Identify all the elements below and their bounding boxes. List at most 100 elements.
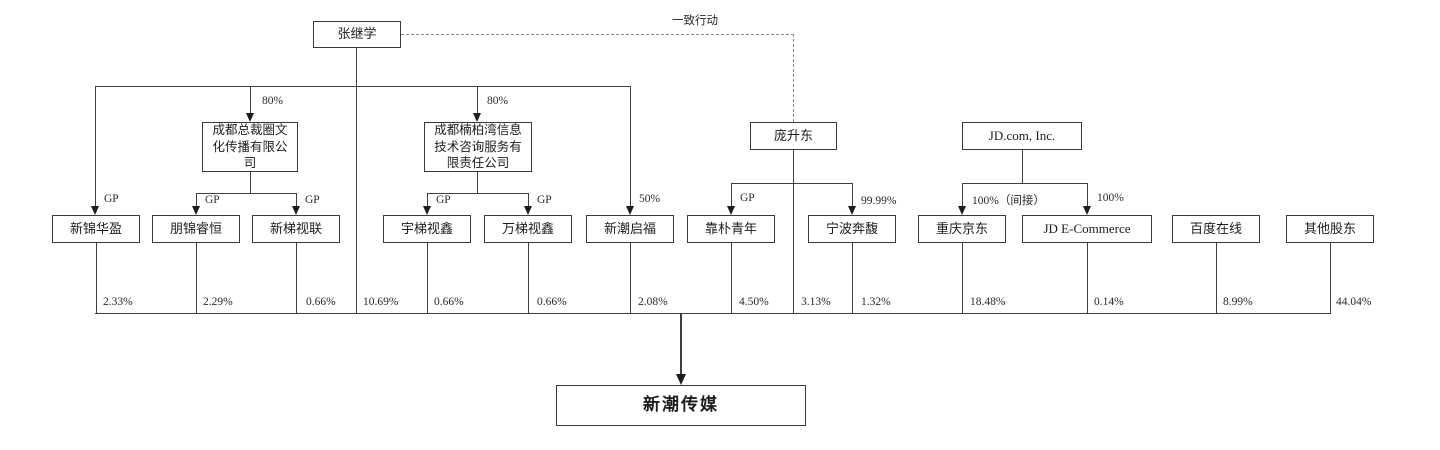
node-other-shareholders-label: 其他股东 [1303,220,1356,236]
node-yuti-shixin: 宇梯视鑫 [383,215,471,243]
node-xinti-shilian: 新梯视联 [252,215,340,243]
node-baidu-online: 百度在线 [1172,215,1260,243]
connector-to-qifu [630,86,631,207]
pct-pengjin-ruiheng: 2.29% [203,296,233,308]
pct-yuti-shixin: 0.66% [434,296,464,308]
node-yuti-shixin-label: 宇梯视鑫 [400,220,453,236]
connector-nanbaiwan-splitter [427,193,528,194]
pct-wanti-shixin: 0.66% [537,296,567,308]
node-pengjin-ruiheng: 朋锦睿恒 [152,215,240,243]
node-kaopu-qingnian-label: 靠朴青年 [704,220,757,236]
arrow-down-icon [246,113,254,122]
node-xinjin-huaying: 新锦华盈 [52,215,140,243]
connector-drop-yuti [427,243,428,313]
connector-drop-ningbo [852,243,853,313]
node-ningbo-benfu: 宁波奔馥 [808,215,896,243]
connector-drop-wanti [528,243,529,313]
edge-label-gp-xinti: GP [305,194,320,206]
pct-jd-ecommerce: 0.14% [1094,296,1124,308]
arrow-down-icon [958,206,966,215]
arrow-down-icon [473,113,481,122]
node-jd-com-label: JD.com, Inc. [988,127,1056,143]
node-baidu-online-label: 百度在线 [1189,220,1242,236]
edge-label-gp-yuti: GP [436,194,451,206]
edge-label-9999-ningbo: 99.99% [861,195,897,207]
arrow-down-icon [1083,206,1091,215]
connector-to-zongcaiquan [250,86,251,114]
pct-pang-direct: 3.13% [801,296,831,308]
pct-xinti-shilian: 0.66% [306,296,336,308]
dashed-connector-concert-horizontal [401,34,794,35]
connector-to-yuti [427,193,428,207]
connector-to-pengjin [196,193,197,207]
edge-label-100-jd-ecommerce: 100% [1097,192,1124,204]
arrow-down-icon [524,206,532,215]
pct-xinjin-huaying: 2.33% [103,296,133,308]
connector-to-wanti [528,193,529,207]
arrow-down-icon [192,206,200,215]
node-pang-shengdong: 庞升东 [750,122,837,150]
arrow-down-icon [292,206,300,215]
arrow-down-icon [626,206,634,215]
pct-other-shareholders: 44.04% [1336,296,1372,308]
node-other-shareholders: 其他股东 [1286,215,1374,243]
pct-xinchao-qifu: 2.08% [638,296,668,308]
node-chengdu-zongcaiquan-label: 成都总裁圈文化传播有限公司 [212,122,288,171]
connector-zhang-main [356,48,357,313]
arrow-down-icon [676,374,686,385]
concert-action-label: 一致行动 [672,15,718,27]
connector-drop-company [680,313,682,376]
connector-to-xinjin [95,86,96,207]
node-chongqing-jingdong: 重庆京东 [918,215,1006,243]
pct-zhang-direct: 10.69% [363,296,399,308]
connector-drop-xinti [296,243,297,313]
node-jd-ecommerce: JD E-Commerce [1022,215,1152,243]
connector-to-nanbaiwan [477,86,478,114]
edge-label-100-indirect: 100%（间接） [972,195,1045,207]
node-wanti-shixin-label: 万梯视鑫 [501,220,554,236]
connector-zhang-header [95,86,630,87]
connector-drop-pengjin [196,243,197,313]
edge-label-gp-wanti: GP [537,194,552,206]
arrow-down-icon [91,206,99,215]
connector-jd-splitter [962,183,1087,184]
node-chengdu-zongcaiquan: 成都总裁圈文化传播有限公司 [202,122,298,172]
node-wanti-shixin: 万梯视鑫 [484,215,572,243]
node-zhang-jixue: 张继学 [313,21,401,48]
connector-bus [95,313,1331,314]
edge-label-gp-pengjin: GP [205,194,220,206]
dashed-connector-concert-vertical [793,34,794,122]
node-xinti-shilian-label: 新梯视联 [269,220,322,236]
node-zhang-jixue-label: 张继学 [337,26,377,42]
edge-label-gp-xinjin: GP [104,193,119,205]
node-xinjin-huaying-label: 新锦华盈 [69,220,122,236]
connector-to-chongqing [962,183,963,207]
node-xinchao-media: 新潮传媒 [556,385,806,426]
node-kaopu-qingnian: 靠朴青年 [687,215,775,243]
node-chongqing-jingdong-label: 重庆京东 [935,220,988,236]
node-chengdu-nanbaiwan: 成都楠柏湾信息技术咨询服务有限责任公司 [424,122,532,172]
pct-kaopu-qingnian: 4.50% [739,296,769,308]
connector-drop-chongqing [962,243,963,313]
edge-label-80-nanbaiwan: 80% [487,95,509,107]
connector-to-jd-ecommerce [1087,183,1088,207]
connector-zongcaiquan-splitter [196,193,296,194]
connector-zongcaiquan-stem [250,172,251,193]
connector-drop-qifu [630,243,631,313]
connector-pang-main [793,150,794,313]
connector-to-kaopu [731,183,732,207]
connector-pang-splitter [731,183,852,184]
arrow-down-icon [727,206,735,215]
connector-drop-baidu [1216,243,1217,313]
node-chengdu-nanbaiwan-label: 成都楠柏湾信息技术咨询服务有限责任公司 [434,122,522,171]
arrow-down-icon [423,206,431,215]
node-xinchao-qifu: 新潮启福 [586,215,674,243]
pct-ningbo-benfu: 1.32% [861,296,891,308]
connector-nanbaiwan-stem [477,172,478,193]
connector-drop-xinjin [96,243,97,313]
node-pang-shengdong-label: 庞升东 [773,127,813,143]
connector-jd-stem [1022,150,1023,184]
connector-drop-other [1330,243,1331,313]
connector-drop-kaopu [731,243,732,313]
